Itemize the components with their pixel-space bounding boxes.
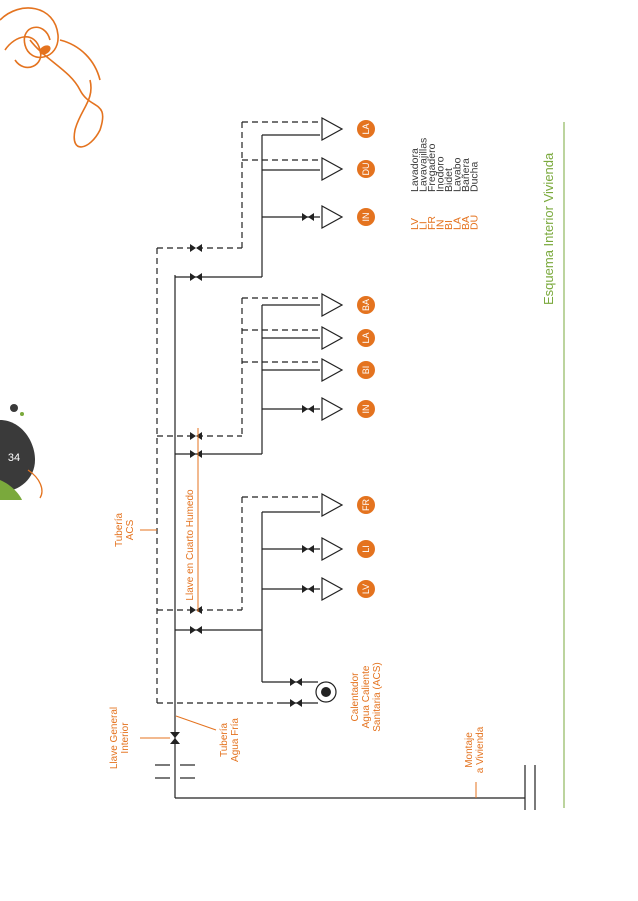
cold-water-pipes [174,134,525,799]
svg-text:Interior: Interior [120,722,131,754]
svg-text:Calentador: Calentador [350,672,361,722]
legend-name: Bañera [460,158,472,192]
fixture-in-label: IN [361,405,371,414]
fixture-ba-label: BA [361,299,371,311]
legend-code: LA [452,217,464,230]
fixture-lv-label: LV [361,584,371,594]
legend-code: IN [435,220,447,231]
svg-text:Sanitaria (ACS): Sanitaria (ACS) [372,662,383,731]
leader-lines [140,428,477,798]
fixture-fr-label: FR [361,499,371,511]
valve-icon [190,273,202,281]
page-title: Esquema Interior Vivienda [541,152,556,305]
meter-icon [155,764,536,810]
fixture-du-label: DU [361,163,371,176]
fixture-bi-label: BI [361,366,371,375]
legend-code: DU [469,215,481,230]
svg-text:Agua Fría: Agua Fría [230,718,241,762]
label-tuberia-agua-fria: Tubería Agua Fría [219,718,241,762]
page-number: 34 [8,452,20,464]
valves [170,213,314,744]
label-llave-general: Llave General Interior [109,707,131,769]
valve-icon [302,545,314,553]
svg-text:Llave General: Llave General [109,707,120,769]
hot-water-pipes [156,121,320,704]
legend-name: Lavavajillas [418,138,430,192]
legend-name: Bidet [443,168,455,192]
fixture-triangles [321,116,344,602]
legend-code: BA [460,216,472,230]
svg-text:a Vivienda: a Vivienda [475,726,486,773]
valve-icon [302,213,314,221]
svg-text:ACS: ACS [125,519,136,540]
valve-icon [190,432,202,440]
valve-icon [190,626,202,634]
valve-icon [302,405,314,413]
svg-text:Tubería: Tubería [114,513,125,548]
valve-icon [302,585,314,593]
fixture-la-label: LA [361,123,371,134]
valve-icon [190,450,202,458]
label-tuberia-acs: Tubería ACS [114,513,136,548]
legend-code: BI [443,220,455,230]
main-valve-icon [170,732,180,744]
valve-icon [190,244,202,252]
svg-text:Agua Caliente: Agua Caliente [361,665,372,728]
legend-name: Lavadora [409,148,421,192]
legend-name: Ducha [469,161,481,192]
fixture-in-label: IN [361,213,371,222]
label-llave-cuarto-humedo: Llave en Cuarto Humedo [185,489,196,601]
valve-icon [290,678,302,686]
svg-text:Tubería: Tubería [219,723,230,758]
water-heater-icon [315,681,337,703]
fixture-la-label: LA [361,332,371,343]
legend-name: Fregadero [426,143,438,192]
valve-icon [190,606,202,614]
page-badge [0,404,43,500]
legend-code: LI [418,221,430,230]
legend-code: LV [409,218,421,230]
decorative-swirl-top [0,7,104,148]
legend-name: Inodoro [435,156,447,192]
fixture-badges: LA DU IN BA LA BI IN FR LI LV [357,120,375,598]
svg-text:Montaje: Montaje [464,732,475,768]
legend-code: FR [426,216,438,230]
valve-icon [290,699,302,707]
fixture-li-label: LI [361,545,371,553]
legend-name: Lavabo [452,157,464,192]
label-calentador: Calentador Agua Caliente Sanitaria (ACS) [350,662,383,731]
label-montaje: Montaje a Vivienda [464,726,486,773]
